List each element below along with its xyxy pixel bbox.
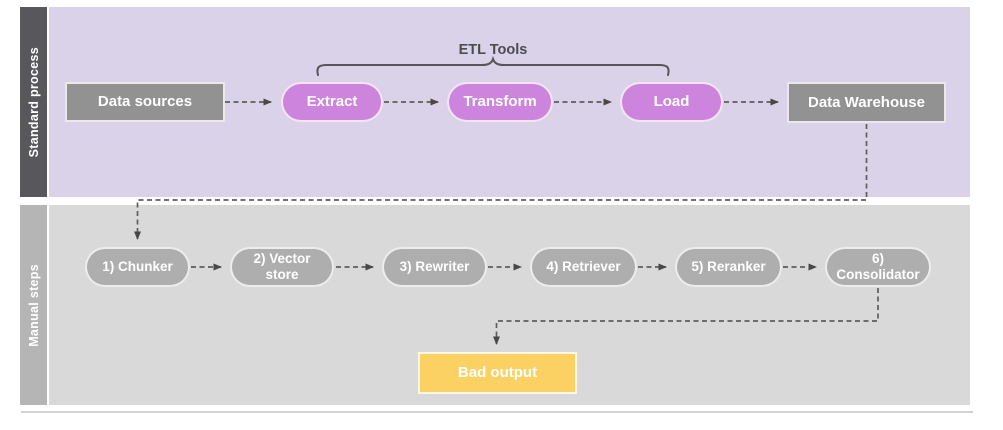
etl-tools-group-label: ETL Tools [458,42,528,58]
lane-label-text: Standard process [26,46,41,158]
node-label: Data Warehouse [808,93,925,111]
node-label: Extract [306,93,358,111]
node-reranker: 5) Reranker [675,247,782,287]
node-label: 5) Reranker [691,259,766,275]
node-chunker: 1) Chunker [85,247,190,287]
node-data-warehouse: Data Warehouse [787,82,946,123]
node-vector-store: 2) Vector store [230,247,334,287]
node-data-sources: Data sources [65,82,225,122]
lane-label-text: Manual steps [26,263,41,347]
node-label: 4) Retriever [546,259,621,275]
node-label: Bad output [457,364,538,382]
node-label: Data sources [97,93,193,111]
node-transform: Transform [447,82,553,122]
node-label: Transform [463,93,537,111]
node-bad-output: Bad output [418,352,577,394]
node-load: Load [620,82,723,122]
node-rewriter: 3) Rewriter [382,247,487,287]
node-label: 2) Vector store [253,251,311,282]
lane-label-standard-process: Standard process [20,7,47,197]
bottom-divider-line [21,411,973,413]
node-consolidator: 6) Consolidator [825,247,931,287]
node-extract: Extract [281,82,383,122]
lane-label-manual-steps: Manual steps [20,205,47,405]
node-label: 1) Chunker [102,259,173,275]
node-label: Load [653,93,690,111]
node-label: 6) Consolidator [836,251,920,282]
node-retriever: 4) Retriever [530,247,637,287]
node-label: 3) Rewriter [399,259,470,275]
